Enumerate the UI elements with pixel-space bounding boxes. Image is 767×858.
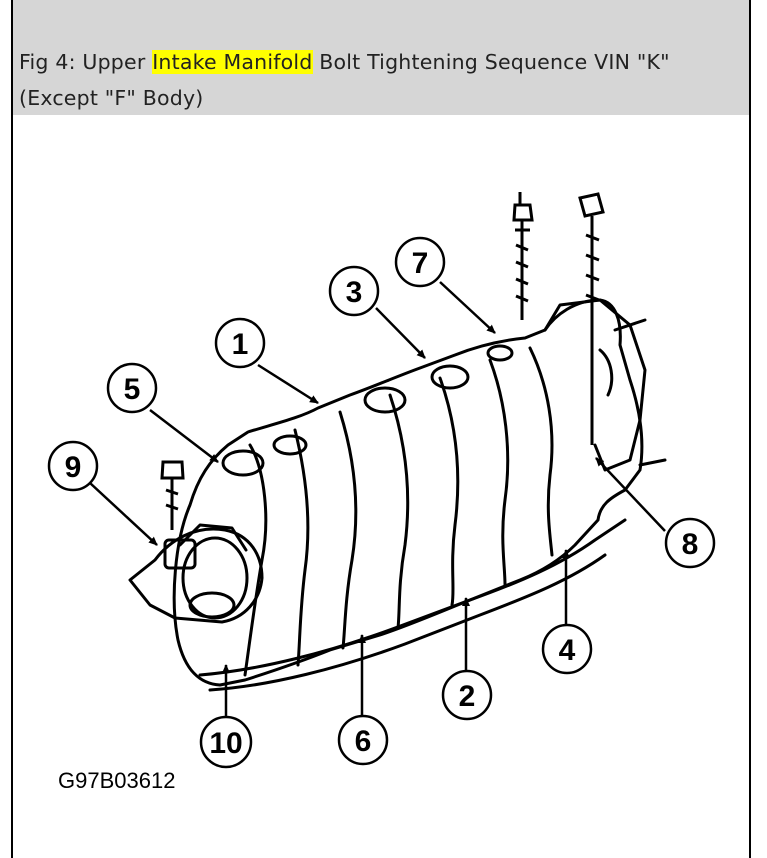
- caption-prefix: Fig 4: Upper: [19, 50, 153, 74]
- callout-8-label: 8: [682, 528, 699, 561]
- callout-4-label: 4: [559, 634, 576, 667]
- caption-line2: (Except "F" Body): [19, 86, 204, 110]
- callout-2: 2: [441, 669, 493, 721]
- callout-5-label: 5: [124, 373, 141, 406]
- callout-1-label: 1: [232, 328, 249, 361]
- callout-7-label: 7: [412, 247, 429, 280]
- callout-5: 5: [106, 362, 158, 414]
- callout-2-label: 2: [459, 680, 476, 713]
- callout-1: 1: [214, 317, 266, 369]
- manifold-drawing: [128, 298, 667, 692]
- figure-caption: Fig 4: Upper Intake Manifold Bolt Tighte…: [19, 44, 739, 116]
- figure-code: G97B03612: [58, 768, 175, 793]
- callout-9: 9: [47, 440, 99, 492]
- bolts: [160, 192, 605, 530]
- callout-8: 8: [664, 517, 716, 569]
- callouts: 1 3 7 5 9 8 4 2 6 10: [47, 236, 716, 769]
- callout-3-label: 3: [346, 276, 363, 309]
- leader-lines: [89, 281, 666, 718]
- callout-7: 7: [394, 236, 446, 288]
- callout-3: 3: [328, 265, 380, 317]
- callout-6: 6: [337, 714, 389, 766]
- callout-4: 4: [541, 623, 593, 675]
- callout-10-label: 10: [209, 727, 242, 760]
- callout-10: 10: [199, 715, 253, 769]
- caption-highlight: Intake Manifold: [152, 50, 313, 74]
- callout-6-label: 6: [355, 725, 372, 758]
- callout-9-label: 9: [65, 451, 82, 484]
- figure-frame: [11, 0, 751, 858]
- caption-bar: [13, 0, 749, 115]
- caption-suffix: Bolt Tightening Sequence VIN "K": [312, 50, 670, 74]
